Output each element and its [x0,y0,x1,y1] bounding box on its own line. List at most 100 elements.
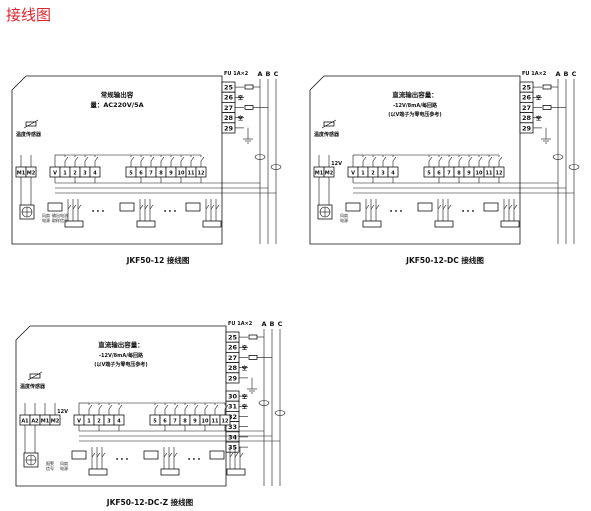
right-terminal-29: 29 [522,124,532,132]
right-terminal-28: 28 [522,114,532,122]
fuse-label: FU 1A×2 [522,71,547,77]
bottom-label: 电源 [60,465,68,471]
contactor-coil [345,202,361,212]
capacity-line2: (以V端子为零电压参考) [94,361,147,368]
right-terminal-34: 34 [228,433,238,441]
capacity-title: 直流输出容量： [392,90,438,99]
ellipsis-dots: • • • [91,209,104,215]
wire [174,404,179,410]
wire [438,156,443,162]
main-terminal-9: 9 [467,171,471,177]
current-transformer [270,164,282,170]
contactor-coil [47,202,63,212]
phase-label-B: B [270,320,275,328]
left-terminal-A2: A2 [31,419,39,425]
diagram-caption-3: JKF50-12-DC-Z 接线图 [106,497,194,507]
contactor-coil [143,450,159,460]
wire [160,156,165,162]
bottom-label: 报警 [46,460,54,466]
right-terminal-25: 25 [522,84,532,92]
wire [108,404,113,410]
wire [118,404,123,410]
current-transformer [552,154,564,160]
main-terminal-12: 12 [222,419,229,425]
wire [392,156,397,162]
main-terminal-5: 5 [129,171,133,177]
main-terminal-4: 4 [93,171,97,177]
right-terminal-note: 空 [242,404,247,411]
bottom-label: 信号 [46,465,54,471]
capacitor-bank [434,220,454,228]
fuse-label: FU 1A×2 [228,321,253,327]
main-terminal-8: 8 [183,419,187,425]
page-title: 接线图 [6,6,52,24]
capacitor-bank [64,220,84,228]
wire [64,156,69,162]
wire [448,156,453,162]
current-transformer [274,410,286,416]
main-terminal-8: 8 [159,171,163,177]
main-terminal-2: 2 [73,171,77,177]
main-terminal-4: 4 [391,171,395,177]
wire [144,204,149,210]
capacitor-bank [88,468,108,476]
wire [150,156,155,162]
right-terminal-28: 28 [228,364,238,372]
main-terminal-3: 3 [107,419,111,425]
right-terminal-30: 30 [228,393,238,401]
main-terminal-V: V [77,419,81,425]
phase-label-C: C [274,70,279,78]
left-terminal-M1: M1 [315,171,324,177]
main-terminal-7: 7 [149,171,153,177]
left-terminal-M2: M2 [325,171,334,177]
main-terminal-6: 6 [437,171,441,177]
wire [214,404,219,410]
wire [180,156,185,162]
wire [229,452,234,458]
wire [372,156,377,162]
panel-outline [11,75,223,245]
main-terminal-2: 2 [371,171,375,177]
wire [149,204,154,210]
contactor-coil [119,202,135,212]
phase-label-A: A [261,320,266,328]
wire [173,452,178,458]
ellipsis-dots: • • • [115,457,128,463]
right-terminal-note: 空 [242,365,247,372]
wire [321,119,337,129]
main-terminal-1: 1 [361,171,365,177]
right-terminal-note: 空 [238,95,243,102]
capacity-title: 常规输出容 [101,90,134,99]
diagram-caption-1: JKF50-12 接线图 [126,255,190,265]
right-terminal-29: 29 [224,124,234,132]
wire [365,204,370,210]
wire [215,204,220,210]
wire [468,156,473,162]
wire [205,204,210,210]
wire [168,452,173,458]
wire [140,156,145,162]
main-terminal-10: 10 [178,171,185,177]
left-terminal-M2: M2 [51,419,60,425]
main-terminal-12: 12 [198,171,205,177]
main-terminal-9: 9 [169,171,173,177]
wire [210,204,215,210]
wire [382,156,387,162]
wire [458,156,463,162]
right-terminal-note: 空 [238,115,243,122]
wire [234,452,239,458]
fuse-1 [248,334,258,340]
main-terminal-1: 1 [63,171,67,177]
capacity-line1: -12V/8mA/每回路 [99,352,144,359]
wire [98,404,103,410]
wire [184,404,189,410]
wire [74,156,79,162]
wire [370,204,375,210]
capacitor-bank [136,220,156,228]
main-terminal-5: 5 [427,171,431,177]
right-terminal-27: 27 [522,104,531,112]
contactor-coil [71,450,87,460]
fuse-2 [244,105,254,110]
